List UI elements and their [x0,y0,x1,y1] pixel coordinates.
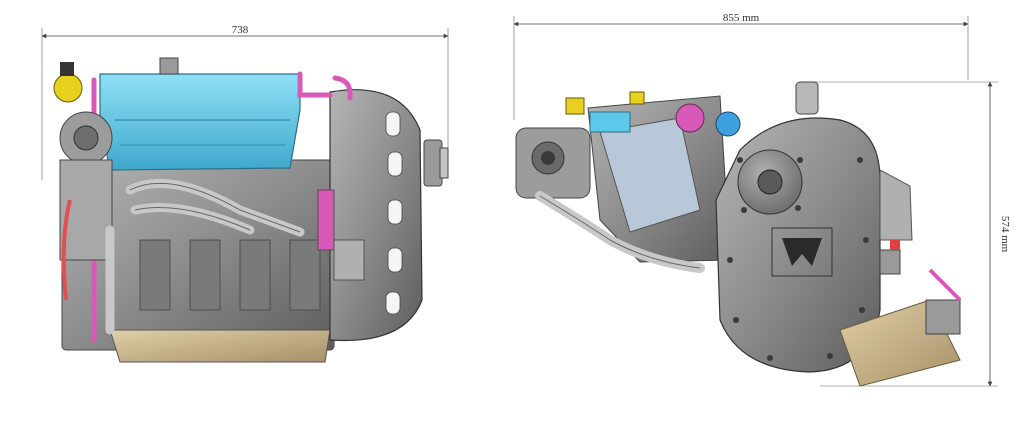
front-block [587,95,731,263]
side-turbo [59,111,113,301]
front-view: 855 mm 574 mm [513,12,1011,387]
front-height-label: 574 mm [999,216,1011,253]
front-exhaust-outline [539,195,701,269]
front-width-label: 855 mm [723,12,760,24]
front-turbo [515,127,591,199]
side-width-dimension: 738 [41,24,449,180]
front-accessories [565,91,741,137]
side-view: 738 [41,24,449,363]
side-coolant-tank [99,57,301,171]
side-exhaust-outline [129,182,301,233]
side-block-details [139,189,365,311]
front-right-detail [879,169,962,335]
front-height-dimension: 574 mm [810,81,1011,387]
front-width-dimension: 855 mm [513,12,969,120]
logo-emblem-icon [782,238,822,266]
side-filler-cap-icon [53,62,83,103]
side-width-label: 738 [232,24,249,36]
front-gearbox [715,81,881,373]
